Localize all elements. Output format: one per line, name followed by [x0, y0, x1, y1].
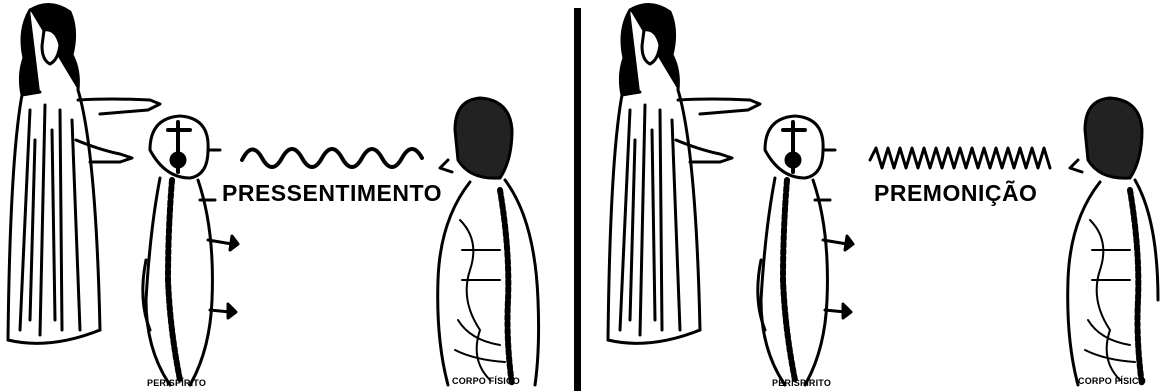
perispirito-label: PERISPÍRITO	[772, 378, 831, 388]
corpo-fisico-label: CORPO FÍSICO	[452, 376, 520, 386]
panel-divider	[574, 8, 581, 391]
spirit-guide-figure	[608, 4, 760, 343]
spirit-guide-figure	[8, 4, 160, 343]
wave-high-frequency	[870, 148, 1050, 168]
diagram-title: PREMONIÇÃO	[874, 180, 1037, 207]
perispirito-figure	[143, 116, 238, 385]
perispirito-label: PERISPÍRITO	[147, 378, 206, 388]
corpo-fisico-label: CORPO FÍSICO	[1078, 376, 1146, 386]
diagram-title: PRESSENTIMENTO	[222, 180, 442, 207]
panel-pressentimento: PRESSENTIMENTO PERISPÍRITO CORPO FÍSICO	[0, 0, 570, 391]
corpo-fisico-figure	[1068, 98, 1158, 385]
corpo-fisico-figure	[438, 98, 539, 385]
wave-low-frequency	[242, 149, 422, 167]
perispirito-figure	[758, 116, 853, 385]
panel-premonicao: PREMONIÇÃO PERISPÍRITO CORPO FÍSICO	[590, 0, 1160, 391]
